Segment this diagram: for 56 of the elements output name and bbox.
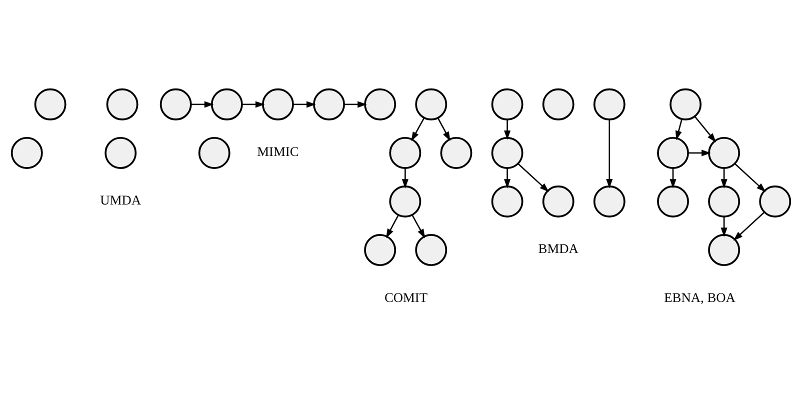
arrow <box>402 168 408 188</box>
node-circle <box>104 136 137 169</box>
node-circle <box>313 88 345 120</box>
arrow <box>504 168 511 188</box>
node-circle <box>106 88 138 120</box>
label: MIMIC <box>257 144 299 160</box>
node-circle <box>34 88 66 120</box>
node-circle <box>593 186 626 218</box>
arrow <box>733 212 765 241</box>
arrow <box>694 116 716 142</box>
node-circle <box>415 88 448 120</box>
arrow <box>720 216 728 237</box>
node-circle <box>364 88 396 120</box>
arrow <box>734 163 766 192</box>
node-circle <box>415 234 448 266</box>
node-circle <box>491 88 524 120</box>
node-circle <box>670 88 702 120</box>
node-circle <box>210 88 243 120</box>
node-circle <box>657 186 689 218</box>
label: BMDA <box>538 241 578 256</box>
arrow <box>518 163 550 192</box>
node-circle <box>389 186 422 218</box>
arrow <box>437 118 450 142</box>
node-circle <box>364 234 396 266</box>
node-circle <box>708 136 740 169</box>
arrow <box>191 101 214 108</box>
node-circle <box>198 136 230 169</box>
node-circle <box>10 136 43 169</box>
node-circle <box>491 186 524 218</box>
arrow <box>720 168 728 188</box>
node-circle <box>542 88 574 120</box>
arrow <box>411 118 425 142</box>
arrow <box>344 101 367 108</box>
node-circle <box>657 136 689 169</box>
label: COMIT <box>384 290 428 305</box>
node-circle <box>262 88 294 120</box>
arrow <box>670 168 676 188</box>
arrow <box>293 101 316 108</box>
node-circle <box>389 136 422 169</box>
arrow <box>412 214 426 238</box>
arrow <box>242 101 265 108</box>
node-circle <box>160 88 192 120</box>
arrow <box>504 120 511 140</box>
arrow <box>675 118 683 140</box>
node-circle <box>759 186 792 218</box>
arrow <box>386 214 399 238</box>
arrow <box>606 120 613 188</box>
arrow <box>688 150 711 156</box>
label: UMDA <box>100 192 142 208</box>
node-circle <box>708 186 740 218</box>
node-circle <box>542 186 574 218</box>
node-circle <box>708 234 740 266</box>
node-circle <box>491 136 524 169</box>
node-circle <box>440 136 472 169</box>
node-circle <box>593 88 626 120</box>
label: EBNA, BOA <box>664 290 736 305</box>
